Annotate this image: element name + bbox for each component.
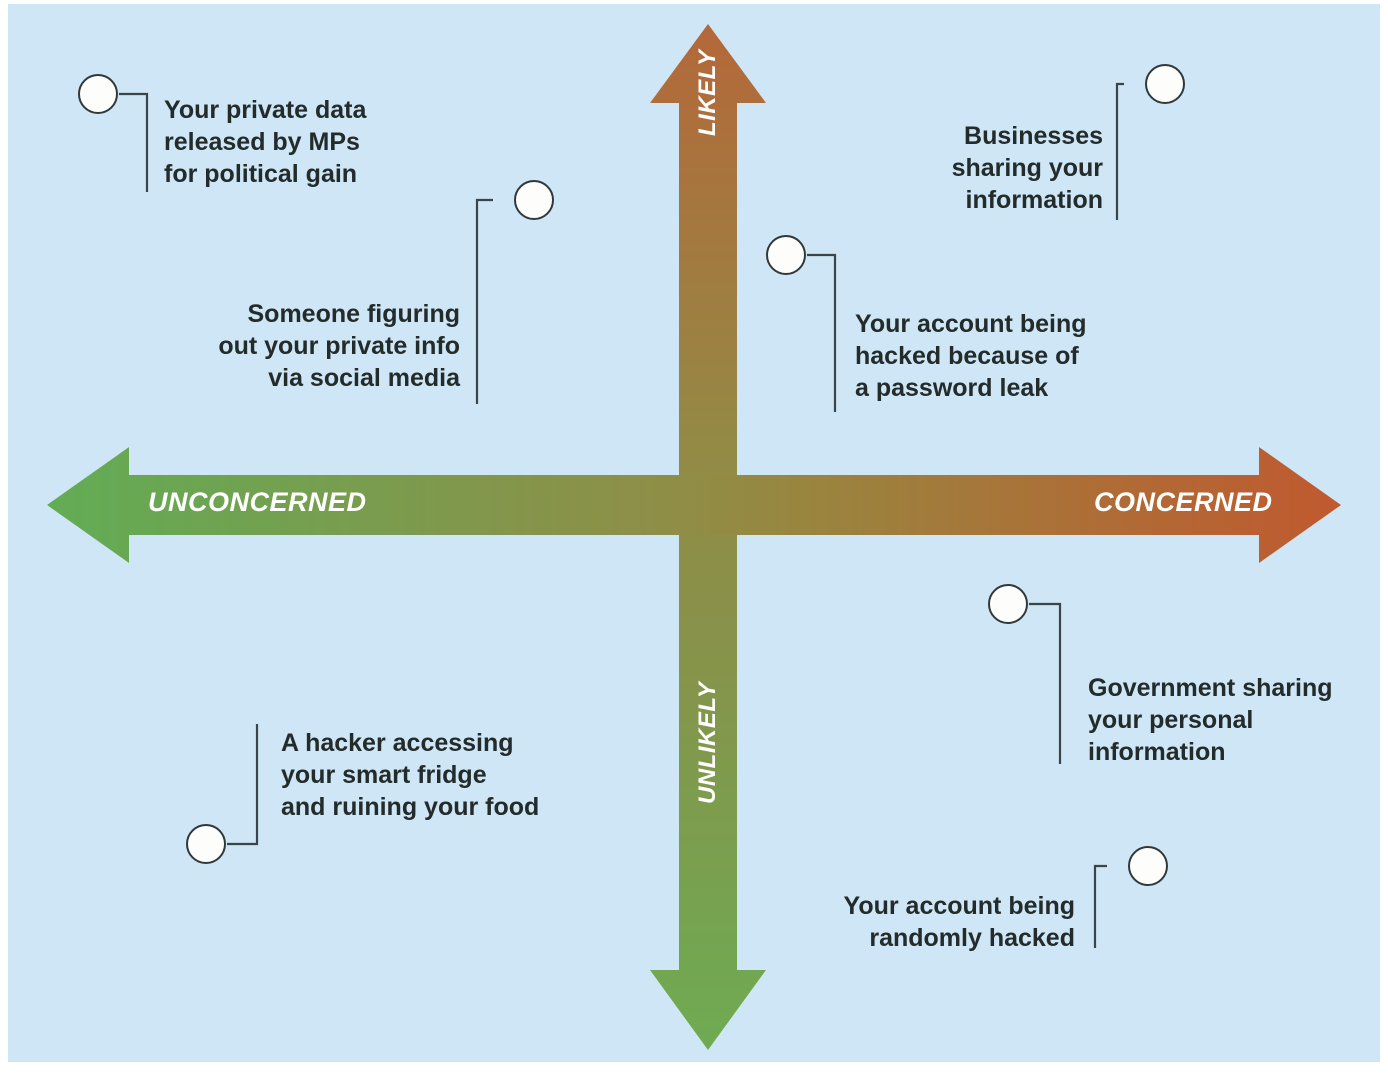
vertical-axis-arrow <box>650 24 766 1050</box>
axis-label-unconcerned: UNCONCERNED <box>148 487 367 517</box>
horizontal-axis-arrow <box>47 447 1341 563</box>
callout-label-businesses-sharing-info: Businesses sharing your information <box>951 122 1103 214</box>
axis-label-likely: LIKELY <box>694 49 721 136</box>
callout-dot-randomly-hacked[interactable] <box>1128 846 1168 886</box>
callout-label-government-sharing-info: Government sharing your personal informa… <box>1088 674 1333 766</box>
axis-label-concerned: CONCERNED <box>1094 487 1273 517</box>
callout-dot-businesses-sharing-info[interactable] <box>1145 64 1185 104</box>
callout-dot-private-data-mps[interactable] <box>78 74 118 114</box>
callout-dot-smart-fridge-hacker[interactable] <box>186 824 226 864</box>
callout-label-randomly-hacked: Your account being randomly hacked <box>843 892 1076 952</box>
axis-label-unlikely: UNLIKELY <box>694 681 721 804</box>
callout-dot-government-sharing-info[interactable] <box>988 584 1028 624</box>
callout-dot-password-leak-hack[interactable] <box>766 235 806 275</box>
callout-dot-social-media-private-info[interactable] <box>514 180 554 220</box>
callout-label-smart-fridge-hacker: A hacker accessing your smart fridge and… <box>281 729 540 821</box>
callout-label-private-data-mps: Your private data released by MPs for po… <box>164 96 367 188</box>
callout-label-social-media-private-info: Someone figuring out your private info v… <box>218 300 460 392</box>
callout-label-password-leak-hack: Your account being hacked because of a p… <box>855 310 1087 402</box>
